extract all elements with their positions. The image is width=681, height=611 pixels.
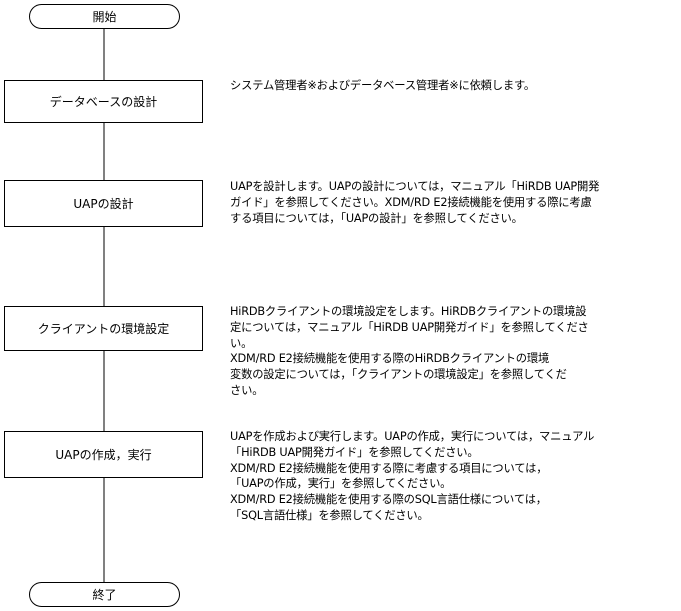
step-database-design-label: データベースの設計 bbox=[49, 95, 158, 109]
step-uap-design-description: UAPを設計します。UAPの設計については，マニュアル「HiRDB UAP開発 … bbox=[230, 179, 676, 226]
description-line: 定については，マニュアル「HiRDB UAP開発ガイド」を参照してくださ bbox=[230, 320, 589, 334]
step-client-env-setup-description: HiRDBクライアントの環境設定をします。HiRDBクライアントの環境設 定につ… bbox=[230, 304, 676, 399]
description-line: 変数の設定については，「クライアントの環境設定」を参照してくだ bbox=[230, 368, 567, 382]
end-label: 終了 bbox=[92, 588, 117, 602]
step-client-env-setup-label: クライアントの環境設定 bbox=[37, 322, 170, 336]
step-uap-create-run-label: UAPの作成，実行 bbox=[55, 448, 152, 462]
step-uap-create-run-description: UAPを作成および実行します。UAPの作成，実行については，マニュアル 「HiR… bbox=[230, 429, 676, 524]
description-line: する項目については，「UAPの設計」を参照してください。 bbox=[230, 211, 523, 225]
description-line: い。 bbox=[230, 336, 253, 350]
description-line: さい。 bbox=[230, 383, 264, 397]
step-client-env-setup-box: クライアントの環境設定 bbox=[4, 306, 203, 351]
step-uap-create-run-box: UAPの作成，実行 bbox=[4, 431, 203, 478]
description-line: XDM/RD E2接続機能を使用する際に考慮する項目については， bbox=[230, 461, 548, 475]
description-line: 「SQL言語仕様」を参照してください。 bbox=[230, 508, 429, 522]
start-label: 開始 bbox=[92, 10, 117, 24]
description-line: XDM/RD E2接続機能を使用する際のHiRDBクライアントの環境 bbox=[230, 352, 550, 366]
step-database-design-box: データベースの設計 bbox=[4, 80, 203, 123]
description-line: 「HiRDB UAP開発ガイド」を参照してください。 bbox=[230, 445, 479, 459]
description-line: UAPを設計します。UAPの設計については，マニュアル「HiRDB UAP開発 bbox=[230, 180, 600, 193]
description-line: UAPを作成および実行します。UAPの作成，実行については，マニュアル bbox=[230, 430, 595, 443]
start-terminal: 開始 bbox=[29, 4, 180, 29]
end-terminal: 終了 bbox=[29, 582, 180, 607]
description-line: 「UAPの作成，実行」を参照してください。 bbox=[230, 477, 452, 491]
description-line: システム管理者※およびデータベース管理者※に依頼します。 bbox=[230, 79, 536, 92]
step-uap-design-box: UAPの設計 bbox=[4, 180, 203, 227]
step-database-design-description: システム管理者※およびデータベース管理者※に依頼します。 bbox=[230, 78, 676, 94]
description-line: ガイド」を参照してください。XDM/RD E2接続機能を使用する際に考慮 bbox=[230, 195, 592, 209]
description-line: XDM/RD E2接続機能を使用する際のSQL言語仕様については， bbox=[230, 493, 547, 507]
description-line: HiRDBクライアントの環境設定をします。HiRDBクライアントの環境設 bbox=[230, 305, 587, 318]
step-uap-design-label: UAPの設計 bbox=[73, 197, 134, 211]
